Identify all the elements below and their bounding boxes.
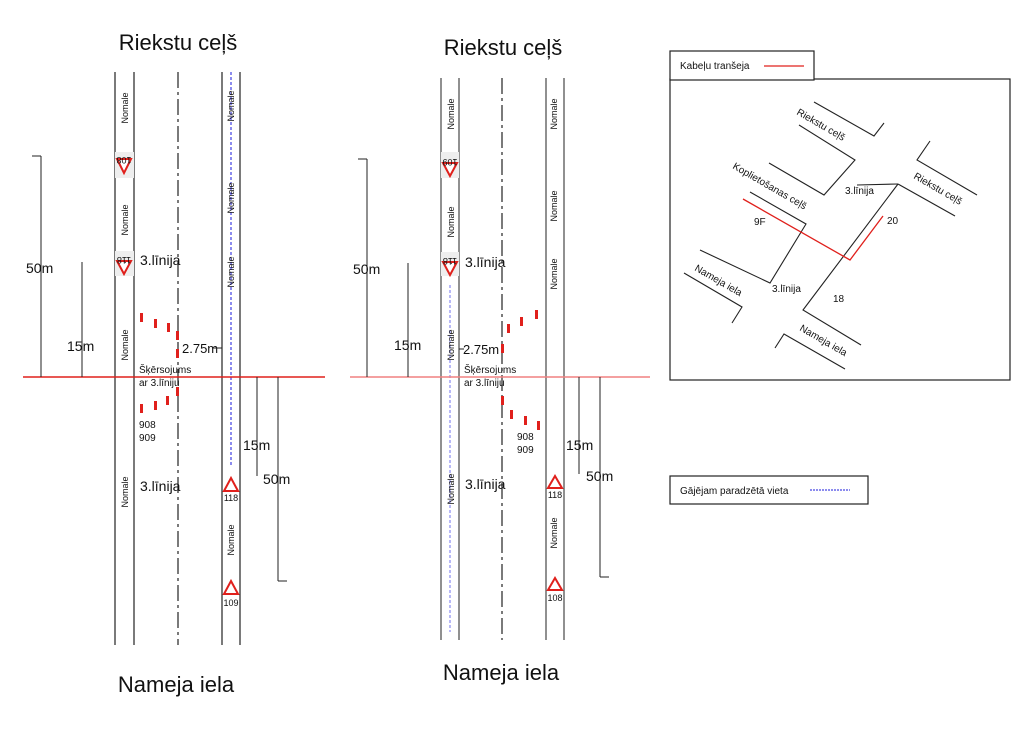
sign-code: 108 xyxy=(547,593,562,603)
dim-label: 15m xyxy=(67,338,94,354)
sign-code: 108 xyxy=(116,155,131,165)
crossing-label: Šķērsojums xyxy=(464,363,516,376)
crossing-label: Šķērsojums xyxy=(139,363,191,376)
map-street-label: 3.līnija xyxy=(772,284,801,295)
sign-code: 118 xyxy=(443,256,457,266)
shoulder-label: Nomale xyxy=(446,473,456,504)
shoulder-label: Nomale xyxy=(549,517,559,548)
barrier-group xyxy=(501,310,540,430)
line-label: 3.līnija xyxy=(465,254,506,270)
top-street-label: Riekstu ceļš xyxy=(444,35,563,60)
panel-right: Riekstu ceļš Nameja iela Nomale Nomale N… xyxy=(350,35,650,685)
dim-label: 15m xyxy=(566,437,593,453)
map-street-edges xyxy=(683,101,978,370)
location-map: Kabeļu tranšeja Riekstu ceļš Riekstu ceļ… xyxy=(669,50,1011,381)
line-label: 3.līnija xyxy=(465,476,506,492)
barrier-sign-code: 908 xyxy=(139,420,156,431)
plot-number: 20 xyxy=(887,216,899,227)
shoulder-label: Nomale xyxy=(446,98,456,129)
yield-triangle-icon: 118 xyxy=(441,252,459,278)
shoulder-label: Nomale xyxy=(120,92,130,123)
bottom-street-label: Nameja iela xyxy=(118,672,235,697)
sign-code: 109 xyxy=(223,598,238,608)
top-street-label: Riekstu ceļš xyxy=(119,30,238,55)
shoulder-label: Nomale xyxy=(226,90,236,121)
shoulder-label: Nomale xyxy=(446,206,456,237)
shoulder-label: Nomale xyxy=(549,98,559,129)
map-street-label: 3.līnija xyxy=(845,186,874,197)
warning-triangle-icon: 118 xyxy=(546,474,564,500)
sign-code: 118 xyxy=(548,490,562,500)
pedestrian-legend: Gājējam paradzētā vieta xyxy=(669,475,869,505)
width-dimension: 2.75m xyxy=(463,342,499,357)
shoulder-label: Nomale xyxy=(120,476,130,507)
sign-code: 118 xyxy=(224,493,238,503)
yield-triangle-icon: 108 xyxy=(115,152,134,178)
dim-label: 15m xyxy=(394,337,421,353)
crossing-label: ar 3.līniju xyxy=(464,378,505,389)
plot-number: 18 xyxy=(833,294,845,305)
barrier-sign-code: 909 xyxy=(517,445,534,456)
width-dimension: 2.75m xyxy=(182,341,218,356)
crossing-label: ar 3.līniju xyxy=(139,378,180,389)
bottom-street-label: Nameja iela xyxy=(443,660,560,685)
barrier-group xyxy=(140,313,179,413)
dim-label: 50m xyxy=(586,468,613,484)
pedestrian-legend-label: Gājējam paradzētā vieta xyxy=(680,486,789,497)
yield-triangle-icon: 109 xyxy=(441,152,459,179)
yield-triangle-icon: 118 xyxy=(115,251,134,277)
dim-label: 50m xyxy=(26,260,53,276)
sign-code: 109 xyxy=(442,157,457,167)
shoulder-label: Nomale xyxy=(226,256,236,287)
dim-label: 50m xyxy=(353,261,380,277)
barrier-sign-code: 908 xyxy=(517,432,534,443)
shoulder-label: Nomale xyxy=(226,182,236,213)
dim-label: 15m xyxy=(243,437,270,453)
shoulder-label: Nomale xyxy=(549,190,559,221)
warning-triangle-icon: 108 xyxy=(546,576,564,603)
shoulder-label: Nomale xyxy=(446,329,456,360)
panel-left: Riekstu ceļš Nameja iela Nomale Nomale N… xyxy=(23,30,325,697)
line-label: 3.līnija xyxy=(140,478,181,494)
warning-triangle-icon: 109 xyxy=(222,578,240,608)
cable-trench-route xyxy=(742,198,884,261)
line-label: 3.līnija xyxy=(140,252,181,268)
sign-code: 118 xyxy=(117,255,131,265)
plot-number: 9F xyxy=(754,217,766,228)
shoulder-label: Nomale xyxy=(226,524,236,555)
shoulder-label: Nomale xyxy=(120,204,130,235)
shoulder-label: Nomale xyxy=(549,258,559,289)
warning-triangle-icon: 118 xyxy=(222,475,240,503)
barrier-sign-code: 909 xyxy=(139,433,156,444)
dim-label: 50m xyxy=(263,471,290,487)
shoulder-label: Nomale xyxy=(120,329,130,360)
map-legend-label: Kabeļu tranšeja xyxy=(680,61,750,72)
map-frame xyxy=(669,78,1011,381)
